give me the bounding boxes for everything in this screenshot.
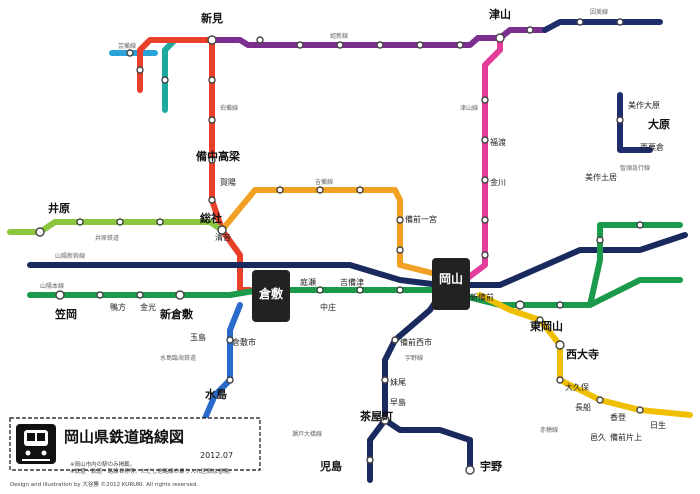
station-uno[interactable]: 宇野 — [480, 459, 502, 473]
station-kayo: 賀陽 — [220, 177, 236, 187]
station-shin-kurashiki[interactable]: 新倉敷 — [160, 307, 194, 321]
station-mimasaka-doi: 美作土居 — [585, 172, 617, 182]
station-osafune: 長船 — [575, 402, 591, 412]
station-kiyone: 清音 — [215, 232, 231, 242]
line-labels: 芸備線 姫新線 因美線 伯備線 津山線 吉備線 井原鉄道 山陽新幹線 山陽本線 … — [40, 8, 650, 438]
kibi-line — [219, 187, 443, 278]
label-seto-ohashi: 瀬戸大橋線 — [292, 430, 322, 438]
ako-line — [477, 292, 693, 418]
kurashiki-label: 倉敷 — [258, 286, 284, 301]
uno-line — [367, 292, 443, 483]
station-soja[interactable]: 総社 — [200, 211, 222, 225]
station-nakasho: 中庄 — [320, 302, 336, 312]
label-ibara: 井原鉄道 — [95, 234, 119, 242]
note-1: ※岡山市内の駅のみ掲載。 — [70, 460, 135, 468]
station-kurashikishi: 倉敷市 — [232, 337, 256, 347]
minor-stations: 美作大原 西粟倉 倉敷市 清音 賀陽 備前一宮 金川 福渡 美作土居 備前西市 … — [110, 100, 666, 442]
ibara-line — [7, 219, 225, 235]
station-okubo: 大久保 — [565, 382, 589, 392]
station-senoo: 妹尾 — [390, 377, 406, 387]
tsuyama-line — [462, 35, 503, 283]
station-kanagawa: 金川 — [490, 177, 506, 187]
station-bizen-ichinomiya: 備前一宮 — [405, 214, 437, 224]
station-chayamachi[interactable]: 茶屋町 — [359, 409, 393, 423]
kishin-line — [209, 27, 548, 48]
train-icon — [16, 424, 56, 464]
station-higashi-okayama[interactable]: 東岡山 — [530, 319, 563, 333]
station-niimi[interactable]: 新見 — [201, 11, 223, 25]
map-date: 2012.07 — [200, 451, 233, 460]
station-mimasaka-ohara: 美作大原 — [628, 100, 660, 110]
map-title: 岡山県鉄道路線図 — [64, 428, 184, 446]
station-shin-bizen: 新備前 — [470, 292, 494, 302]
uno-branch — [382, 417, 473, 473]
note-2: ※鉄道・軌道・路線名称等。ただし他路線の乗り入れ区間は省略。 — [70, 467, 234, 475]
mizushima-line — [197, 302, 243, 433]
label-sanyo: 山陽本線 — [40, 282, 64, 290]
label-inbi: 因美線 — [590, 8, 608, 16]
station-hinase: 日生 — [650, 420, 666, 430]
label-kibi: 吉備線 — [315, 178, 333, 186]
label-hakubi: 伯備線 — [220, 104, 238, 112]
label-geibi: 芸備線 — [118, 42, 136, 50]
geibi-spur — [162, 37, 215, 113]
station-niwase: 庭瀬 — [300, 277, 316, 287]
credit: Design and illustration by 大谷勝 ©2012 KUR… — [10, 480, 198, 488]
label-uno: 宇野線 — [405, 354, 423, 362]
station-kamogata: 鴨方 — [110, 302, 126, 312]
station-fukuwatari: 福渡 — [490, 137, 506, 147]
sanyo-east — [587, 222, 683, 308]
okayama-label: 岡山 — [439, 271, 463, 286]
station-bizen-katakami: 備前片上 — [610, 432, 642, 442]
station-bitchu-takahashi[interactable]: 備中高梁 — [196, 149, 241, 163]
label-shinkansen: 山陽新幹線 — [55, 252, 85, 260]
station-ibara[interactable]: 井原 — [48, 201, 70, 215]
station-saidaiji[interactable]: 西大寺 — [566, 347, 599, 361]
okayama-hub[interactable]: 岡山 — [432, 258, 470, 310]
chizu-line — [617, 92, 653, 153]
label-tsuyama: 津山線 — [460, 104, 478, 112]
label-ako: 赤穂線 — [540, 426, 558, 434]
station-nishiawakura: 西粟倉 — [640, 142, 664, 152]
station-mizushima[interactable]: 水島 — [205, 387, 227, 401]
station-kasaoka[interactable]: 笠岡 — [54, 307, 77, 321]
station-dots — [35, 18, 644, 475]
station-ohara[interactable]: 大原 — [648, 117, 670, 131]
station-bizen-nishiichi: 備前西市 — [400, 337, 432, 347]
station-kojima[interactable]: 児島 — [319, 459, 342, 473]
station-ooku: 邑久 — [590, 432, 606, 442]
station-tamashima: 玉島 — [190, 332, 206, 342]
label-mizushima: 水島臨海鉄道 — [160, 354, 196, 362]
station-kagato: 香登 — [610, 412, 626, 422]
label-chizu: 智頭急行線 — [620, 164, 650, 172]
hakubi-loop — [137, 37, 215, 93]
station-konko: 金光 — [140, 302, 156, 312]
inbi-line — [542, 19, 663, 33]
hakubi-main — [209, 37, 253, 293]
station-tsuyama[interactable]: 津山 — [489, 7, 511, 21]
station-hayashima: 早島 — [390, 397, 406, 407]
station-kibitsu: 吉備津 — [340, 277, 364, 287]
label-kishin: 姫新線 — [330, 32, 348, 40]
title-box: 岡山県鉄道路線図 2012.07 — [9, 417, 261, 471]
kurashiki-hub[interactable]: 倉敷 — [252, 270, 290, 322]
